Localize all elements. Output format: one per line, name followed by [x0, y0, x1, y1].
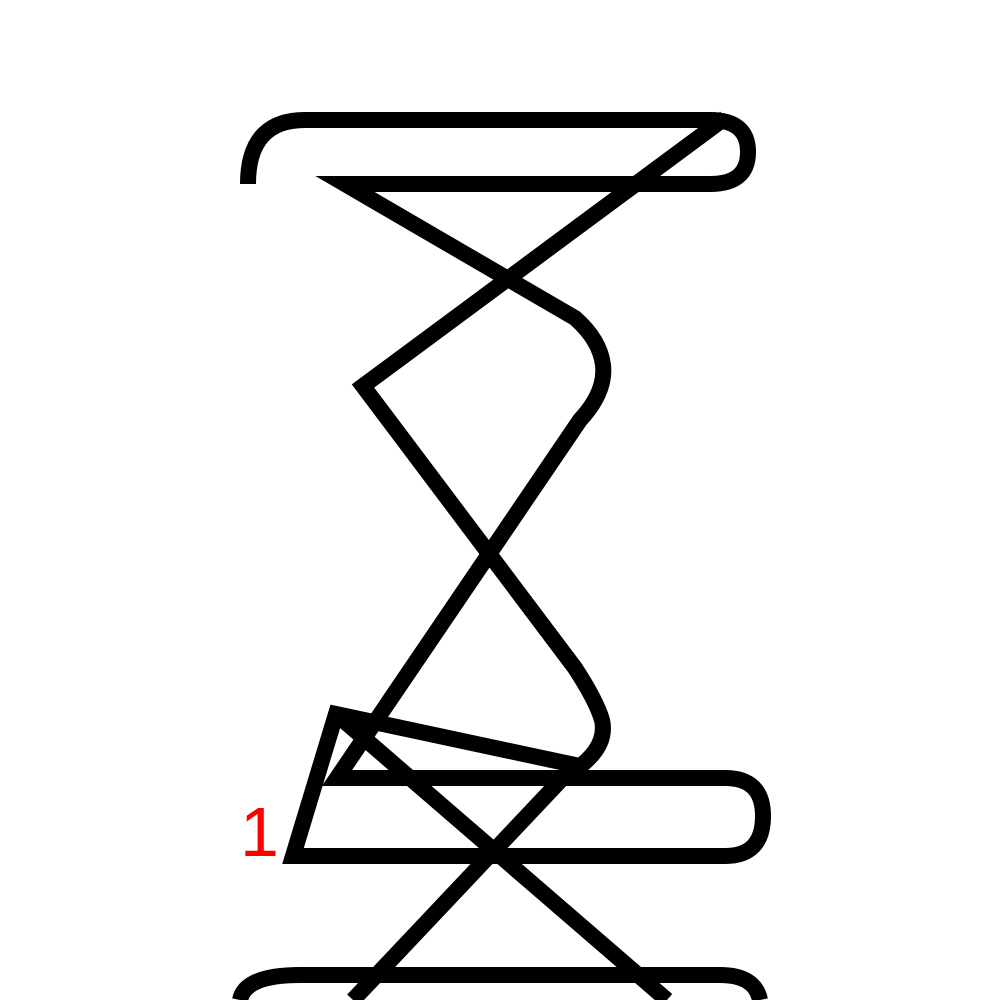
- continuous-line-path: [232, 111, 772, 1000]
- start-label: 1: [240, 793, 279, 871]
